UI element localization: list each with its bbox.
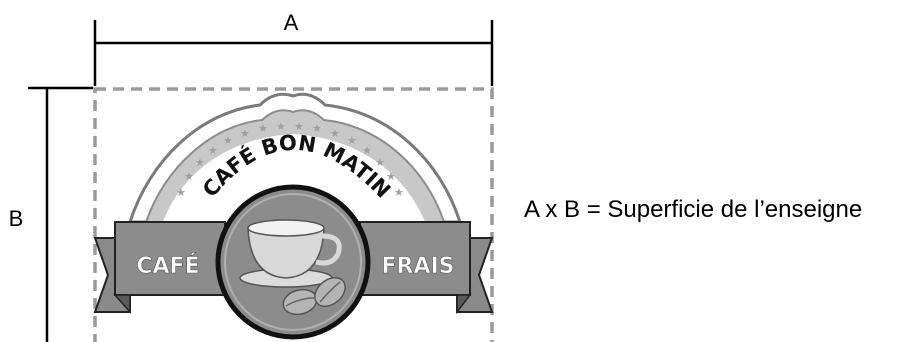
star-icon: ★ [258, 123, 268, 135]
star-icon: ★ [394, 187, 404, 199]
dimension-a: A [93, 10, 494, 86]
star-icon: ★ [195, 157, 205, 169]
star-icon: ★ [362, 145, 372, 157]
star-icon: ★ [312, 123, 322, 135]
ribbon-fold-left [113, 294, 131, 314]
star-icon: ★ [208, 145, 218, 157]
star-icon: ★ [375, 157, 385, 169]
cafe-logo: ★ ★ ★ ★ ★ ★ ★ ★ ★ ★ ★ ★ ★ ★ ★ ★ CAFÉ BON… [93, 92, 494, 340]
logo-dome-inner [163, 134, 425, 222]
star-row: ★ ★ ★ ★ ★ ★ ★ ★ ★ ★ ★ ★ ★ ★ ★ ★ [176, 121, 404, 199]
dimension-b-label: B [9, 206, 24, 231]
star-icon: ★ [276, 121, 286, 133]
dimension-b: B [9, 86, 93, 342]
medallion-inner-ring [224, 193, 362, 331]
star-icon: ★ [223, 135, 233, 147]
coffee-bean-icon [282, 276, 346, 316]
dimension-a-label: A [284, 10, 299, 35]
star-icon: ★ [347, 135, 357, 147]
star-icon: ★ [240, 128, 250, 140]
ribbon-fold-right [456, 294, 472, 315]
star-icon: ★ [386, 171, 396, 183]
star-icon: ★ [176, 187, 186, 199]
coffee-cup-icon [239, 219, 342, 288]
sign-boundary [93, 87, 494, 342]
ribbon-right-text: FRAIS [381, 254, 454, 279]
area-formula: A x B = Superficie de l’enseigne [524, 196, 863, 223]
star-icon: ★ [330, 128, 340, 140]
ribbon-left-text: CAFÉ [136, 253, 199, 279]
star-icon: ★ [184, 171, 194, 183]
star-icon: ★ [294, 121, 304, 133]
